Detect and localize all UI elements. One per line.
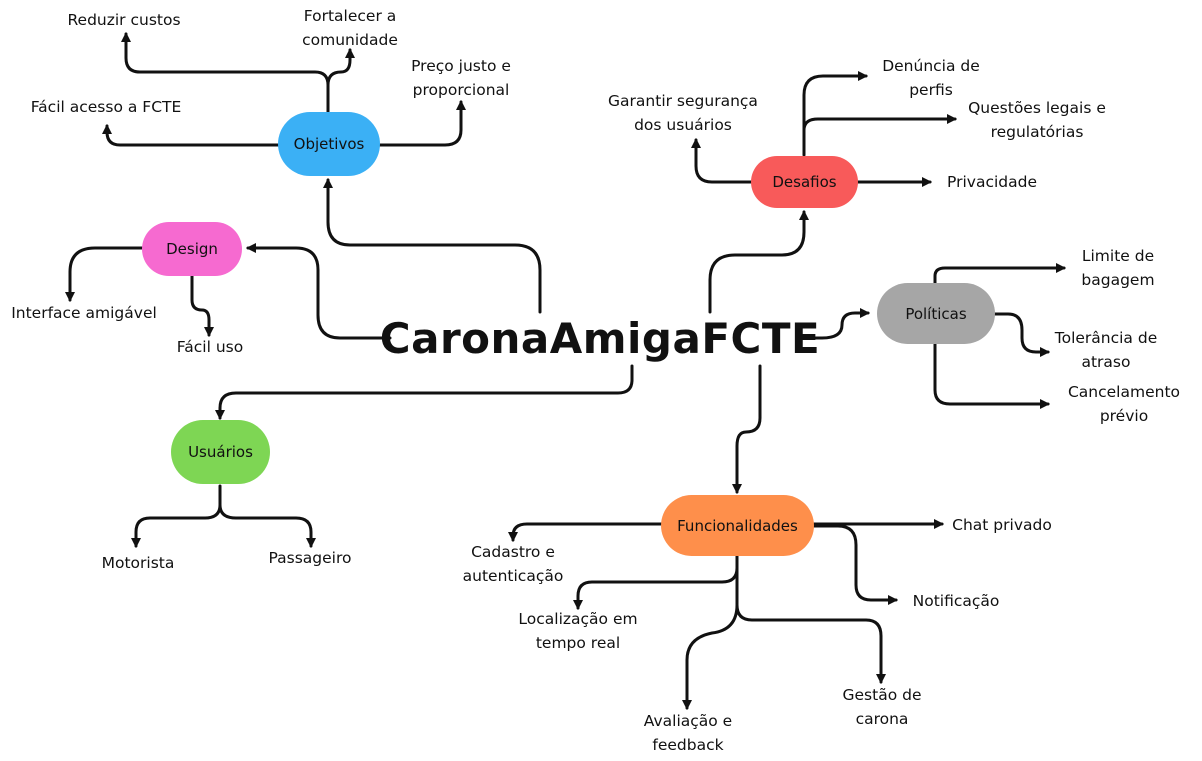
node-funcionalidades[interactable]: Funcionalidades — [661, 495, 814, 556]
leaf-cadastro-autenticacao: Cadastro e autenticação — [462, 543, 564, 585]
leaf-passageiro: Passageiro — [268, 549, 352, 567]
link-center-politicas — [806, 308, 870, 340]
central-topic-title: CaronaAmigaFCTE — [379, 313, 821, 363]
link-center-design — [246, 243, 392, 340]
link-center-desafios — [708, 210, 809, 314]
leaf-fortalecer-comunidade: Fortalecer a comunidade — [302, 7, 398, 49]
link-design-facil — [190, 274, 214, 337]
node-usuarios[interactable]: Usuários — [171, 420, 270, 484]
leaf-chat-privado: Chat privado — [952, 516, 1052, 534]
node-objetivos[interactable]: Objetivos — [278, 112, 380, 176]
link-objetivos-preco — [378, 100, 466, 147]
leaf-cancelamento-previo: Cancelamento prévio — [1067, 383, 1181, 425]
link-usuarios-passageiro — [218, 503, 316, 548]
link-desafios-questoes — [802, 114, 957, 142]
link-func-cadastro — [508, 522, 664, 542]
link-politicas-cancelamento — [933, 342, 1050, 409]
link-desafios-denuncia — [802, 71, 868, 157]
link-objetivos-fortalecer — [326, 48, 355, 87]
link-center-objetivos — [323, 178, 542, 314]
leaf-reduzir-custos: Reduzir custos — [67, 11, 181, 29]
node-desafios[interactable]: Desafios — [751, 156, 858, 208]
leaf-privacidade: Privacidade — [947, 173, 1037, 191]
leaf-localizacao-tempo-real: Localização em tempo real — [518, 610, 638, 652]
leaf-avaliacao-feedback: Avaliação e feedback — [643, 712, 733, 754]
link-desafios-garantir — [691, 138, 754, 184]
leaf-gestao-carona: Gestão de carona — [842, 686, 922, 728]
leaf-facil-uso: Fácil uso — [176, 338, 244, 356]
node-design[interactable]: Design — [142, 222, 242, 276]
leaf-denuncia-perfis: Denúncia de perfis — [882, 57, 980, 99]
leaf-tolerancia-atraso: Tolerância de atraso — [1054, 329, 1158, 371]
link-func-avaliacao — [682, 603, 739, 710]
leaf-motorista: Motorista — [101, 554, 175, 572]
link-objetivos-facil — [102, 124, 280, 147]
leaf-facil-acesso: Fácil acesso a FCTE — [30, 98, 182, 116]
link-politicas-tolerancia — [993, 312, 1050, 357]
link-center-funcionalidades — [732, 364, 762, 494]
link-usuarios-motorista — [131, 484, 222, 548]
node-politicas[interactable]: Políticas — [877, 283, 995, 344]
leaf-interface-amigavel: Interface amigável — [11, 304, 157, 322]
leaf-notificacao: Notificação — [912, 592, 1000, 610]
link-politicas-bagagem — [933, 263, 1066, 285]
link-design-interface — [65, 246, 144, 302]
link-center-usuarios — [215, 364, 634, 420]
leaf-questoes-legais: Questões legais e regulatórias — [968, 99, 1106, 141]
leaf-preco-justo: Preço justo e proporcional — [411, 57, 511, 99]
leaf-garantir-seguranca: Garantir segurança dos usuários — [608, 92, 758, 134]
link-func-gestao — [735, 566, 886, 684]
link-func-notificacao — [812, 524, 898, 605]
leaf-limite-bagagem: Limite de bagagem — [1081, 247, 1155, 289]
link-func-localizacao — [573, 554, 739, 610]
